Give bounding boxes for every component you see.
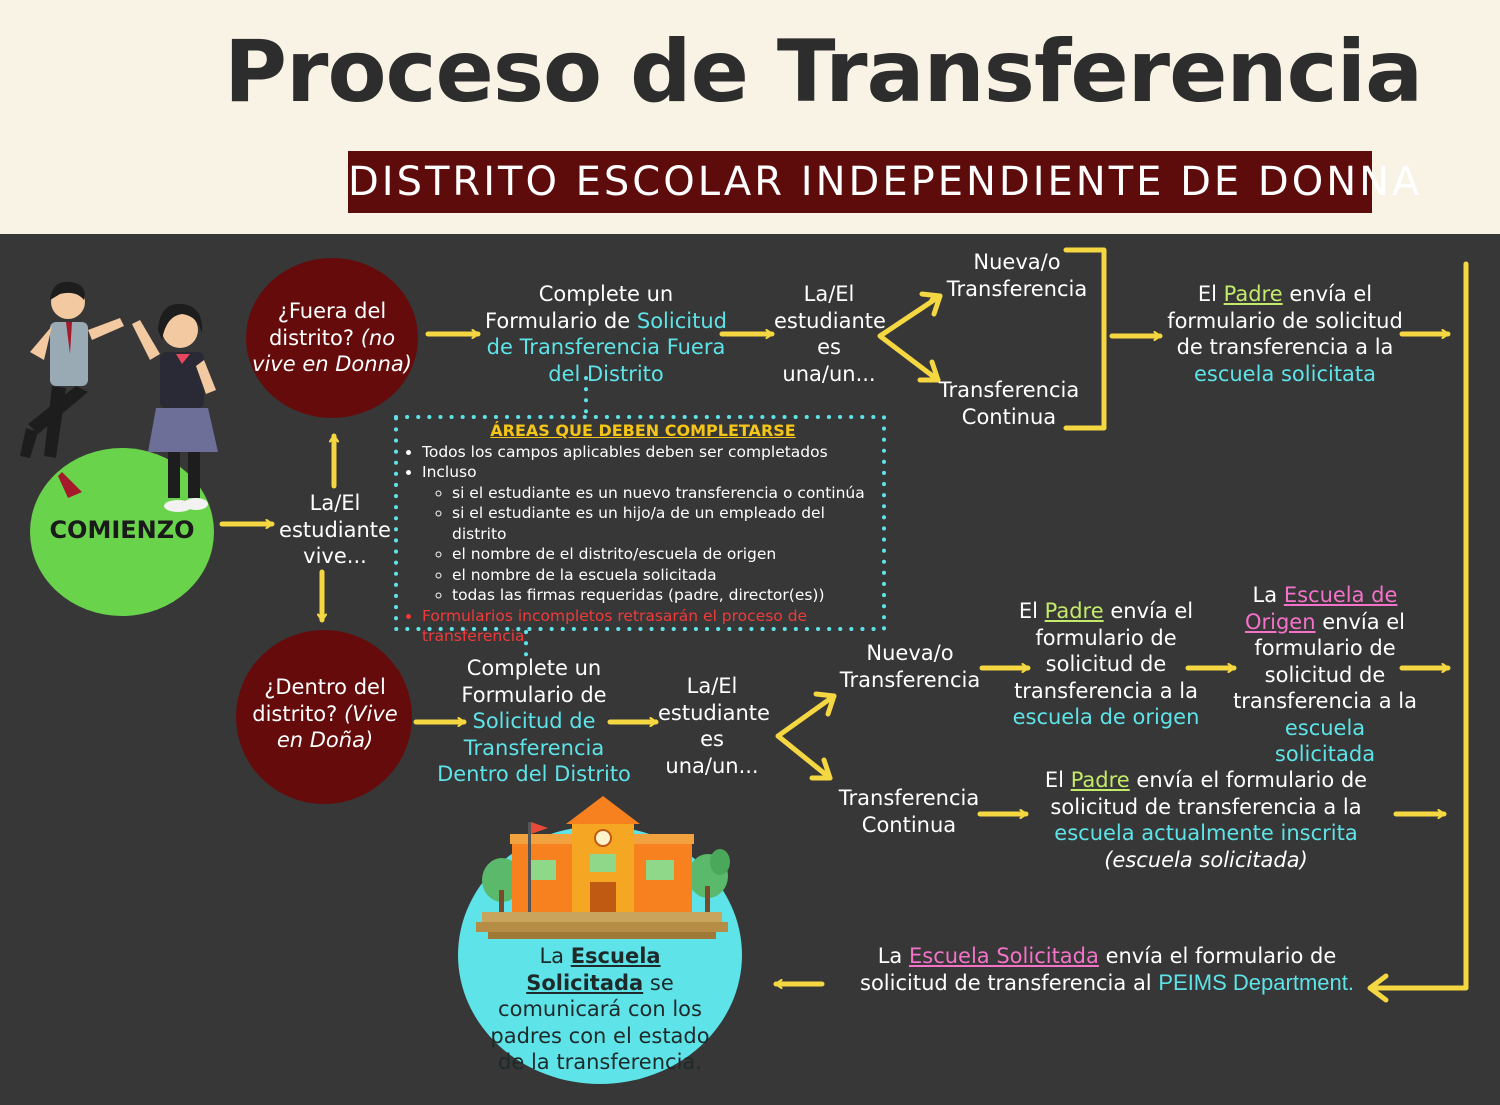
inside-cont-send-d: (escuela solicitada)	[1104, 847, 1308, 872]
arrow-icon	[219, 293, 1451, 984]
areas-list: Todos los campos aplicables deben ser co…	[404, 442, 882, 647]
areas-dotted-box	[394, 415, 886, 631]
student-is-bottom: La/El estudiante es una/un...	[658, 674, 770, 778]
areas-title: ÁREAS QUE DEBEN COMPLETARSE	[490, 421, 796, 440]
peims-school: Escuela Solicitada	[908, 944, 1099, 968]
outside-question-circle	[246, 258, 418, 418]
required-areas-box: ÁREAS QUE DEBEN COMPLETARSE Todos los ca…	[404, 421, 882, 647]
district-banner: DISTRITO ESCOLAR INDEPENDIENTE DE DONNA	[348, 151, 1419, 213]
areas-include: Incluso	[422, 463, 477, 481]
outside-send-padre: Padre	[1223, 282, 1283, 306]
outside-parent-send: El Padre envía el formulario de solicitu…	[1164, 281, 1406, 387]
inside-new-send-b: envía el formulario de solicitud de tran…	[1014, 599, 1198, 703]
peims-a: La	[877, 944, 903, 968]
final-message: La Escuela Solicitada se comunicará con …	[478, 943, 722, 1076]
areas-item: Todos los campos aplicables deben ser co…	[422, 442, 882, 463]
bracket-icon	[1063, 247, 1107, 431]
student-boy-icon	[20, 281, 124, 498]
outside-form-l3: Transferencia Fuera del Distrito	[519, 335, 726, 386]
outside-send-a: El	[1197, 282, 1217, 306]
continuing-transfer-bottom: Transferencia Continua	[838, 786, 980, 837]
inside-question-sub: (Vive en Doña)	[276, 701, 398, 753]
inside-new-send-padre: Padre	[1044, 599, 1104, 623]
final-a: La	[539, 944, 565, 968]
student-is-top: La/El estudiante es una/un...	[774, 282, 886, 386]
outside-question: ¿Fuera del distrito? (no vive en Donna)	[246, 298, 418, 378]
student-lives-label: La/El estudiante vive...	[279, 491, 391, 568]
outside-question-main: ¿Fuera del distrito?	[268, 299, 387, 350]
outside-send-b: envía el formulario de solicitud de tran…	[1167, 282, 1403, 359]
inside-cont-send-b: envía el formulario de solicitud de tran…	[1050, 768, 1368, 819]
areas-subitem: todas las firmas requeridas (padre, dire…	[452, 585, 882, 606]
inside-cont-send-c: escuela actualmente inscrita	[1054, 821, 1358, 845]
requested-school-peims-send: La Escuela Solicitada envía el formulari…	[842, 943, 1372, 996]
areas-subitem: si el estudiante es un hijo/a de un empl…	[452, 503, 882, 544]
inside-new-send-a: El	[1018, 599, 1038, 623]
inside-form-text: Complete un Formulario de Solicitud de T…	[436, 655, 632, 788]
final-b: se comunicará con los padres con el esta…	[490, 970, 710, 1075]
school-building-icon	[476, 796, 730, 939]
inside-form-l2: Solicitud de Transferencia Dentro del Di…	[437, 709, 631, 786]
origin-send-b: envía el formulario de solicitud de tran…	[1233, 609, 1417, 714]
page-title: Proceso de Transferencia	[224, 22, 1423, 122]
new-transfer-top: Nueva/o Transferencia	[946, 250, 1088, 301]
peims-b: envía el formulario de solicitud de tran…	[860, 944, 1337, 995]
inside-question: ¿Dentro del distrito? (Vive en Doña)	[246, 674, 404, 754]
areas-item: Incluso si el estudiante es un nuevo tra…	[422, 462, 882, 606]
areas-subitem: el nombre de la escuela solicitada	[452, 565, 882, 586]
final-school: Escuela Solicitada	[526, 944, 661, 995]
areas-sublist: si el estudiante es un nuevo transferenc…	[422, 483, 882, 606]
inside-continuing-parent-send: El Padre envía el formulario de solicitu…	[1040, 767, 1372, 873]
inside-question-main: ¿Dentro del distrito?	[252, 675, 386, 726]
header: Proceso de Transferencia DISTRITO ESCOLA…	[0, 0, 1500, 234]
new-transfer-bottom: Nueva/o Transferencia	[839, 641, 981, 692]
areas-subitem: el nombre de el distrito/escuela de orig…	[452, 544, 882, 565]
inside-question-circle	[236, 630, 412, 804]
outside-form-l2: Solicitud de	[486, 308, 727, 360]
outside-form-text: Complete un Formulario de Solicitud de T…	[480, 281, 732, 387]
peims-c: PEIMS Department.	[1158, 969, 1354, 995]
inside-cont-send-padre: Padre	[1070, 768, 1130, 792]
origin-school-send: La Escuela de Origen envía el formulario…	[1232, 582, 1418, 768]
inside-new-send-c: escuela de origen	[1012, 705, 1200, 729]
start-label: COMIENZO	[49, 516, 195, 544]
student-girl-icon	[132, 303, 218, 512]
areas-subitem: si el estudiante es un nuevo transferenc…	[452, 483, 882, 504]
origin-send-c: escuela solicitada	[1274, 715, 1376, 767]
origin-send-a: La	[1252, 583, 1278, 607]
origin-send-school: Escuela de Origen	[1244, 583, 1398, 634]
inside-cont-send-a: El	[1044, 768, 1065, 792]
outside-question-sub: (no vive en Donna)	[252, 325, 412, 377]
outside-form-l1: Complete un Formulario de	[485, 282, 674, 333]
outside-send-c: escuela solicitata	[1193, 361, 1377, 386]
inside-new-parent-send: El Padre envía el formulario de solicitu…	[1010, 598, 1202, 731]
areas-warning: Formularios incompletos retrasarán el pr…	[422, 606, 882, 647]
inside-form-l1: Complete un Formulario de	[461, 656, 607, 707]
continuing-transfer-top: Transferencia Continua	[938, 378, 1080, 429]
